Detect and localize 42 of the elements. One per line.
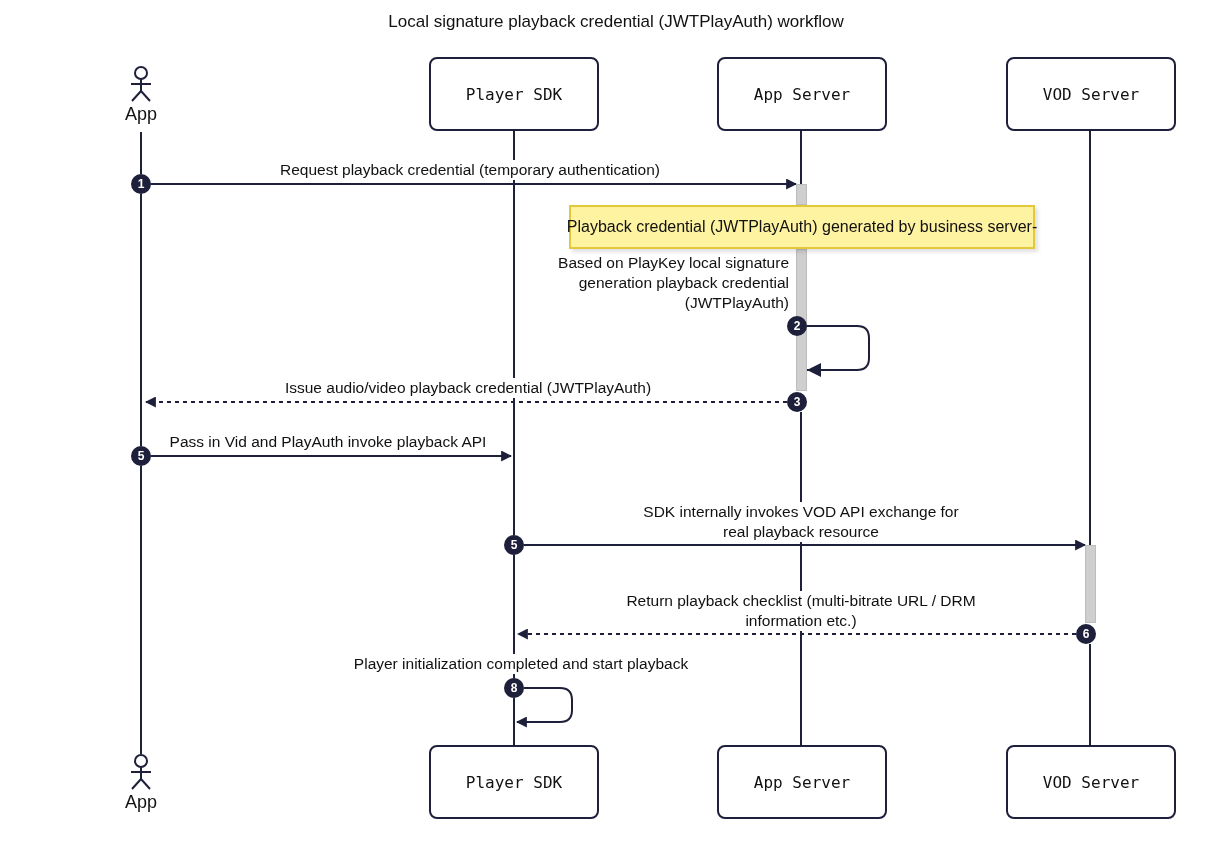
participant-box: [429, 57, 599, 131]
message-arrow: [144, 396, 788, 408]
lifeline: [140, 465, 142, 755]
step-number: 8: [504, 678, 524, 698]
message-arrow: [515, 687, 573, 728]
node-label: VOD Server: [1042, 772, 1140, 792]
participant-box: [717, 745, 887, 819]
message-arrow: [150, 450, 513, 462]
step-number: 5: [504, 535, 524, 555]
node-label: App Server: [753, 772, 851, 792]
activation-bar: [796, 249, 807, 391]
lifeline: [513, 697, 515, 746]
message-arrow: [516, 628, 1077, 640]
node-label: Player SDK: [465, 772, 563, 792]
step-number: 1: [131, 174, 151, 194]
node-label: Player SDK: [465, 84, 563, 104]
step-number: 2: [787, 316, 807, 336]
message-arrow: [523, 539, 1087, 551]
lifeline: [513, 130, 515, 536]
step-number: 3: [787, 392, 807, 412]
participant-box: [1006, 57, 1176, 131]
activation-bar: [796, 184, 807, 205]
lifeline: [800, 130, 802, 185]
step-number: 6: [1076, 624, 1096, 644]
note-box: [569, 205, 1035, 249]
actor-label: App: [125, 104, 157, 125]
diagram-title: Local signature playback credential (JWTPlayAuth) workflow: [387, 12, 845, 32]
node-label: App Server: [753, 84, 851, 104]
actor-label: App: [125, 792, 157, 813]
activation-bar: [1085, 545, 1096, 623]
lifeline: [140, 131, 142, 175]
message-arrow: [150, 178, 798, 190]
message-arrow: [806, 325, 870, 377]
lifeline: [140, 193, 142, 447]
lifeline: [1089, 643, 1091, 746]
participant-box: [717, 57, 887, 131]
participant-box: [429, 745, 599, 819]
node-label: Playback credential (JWTPlayAuth) generated by business server-: [566, 218, 1038, 236]
step-number: 5: [131, 446, 151, 466]
lifeline: [1089, 130, 1091, 546]
participant-box: [1006, 745, 1176, 819]
node-label: VOD Server: [1042, 84, 1140, 104]
